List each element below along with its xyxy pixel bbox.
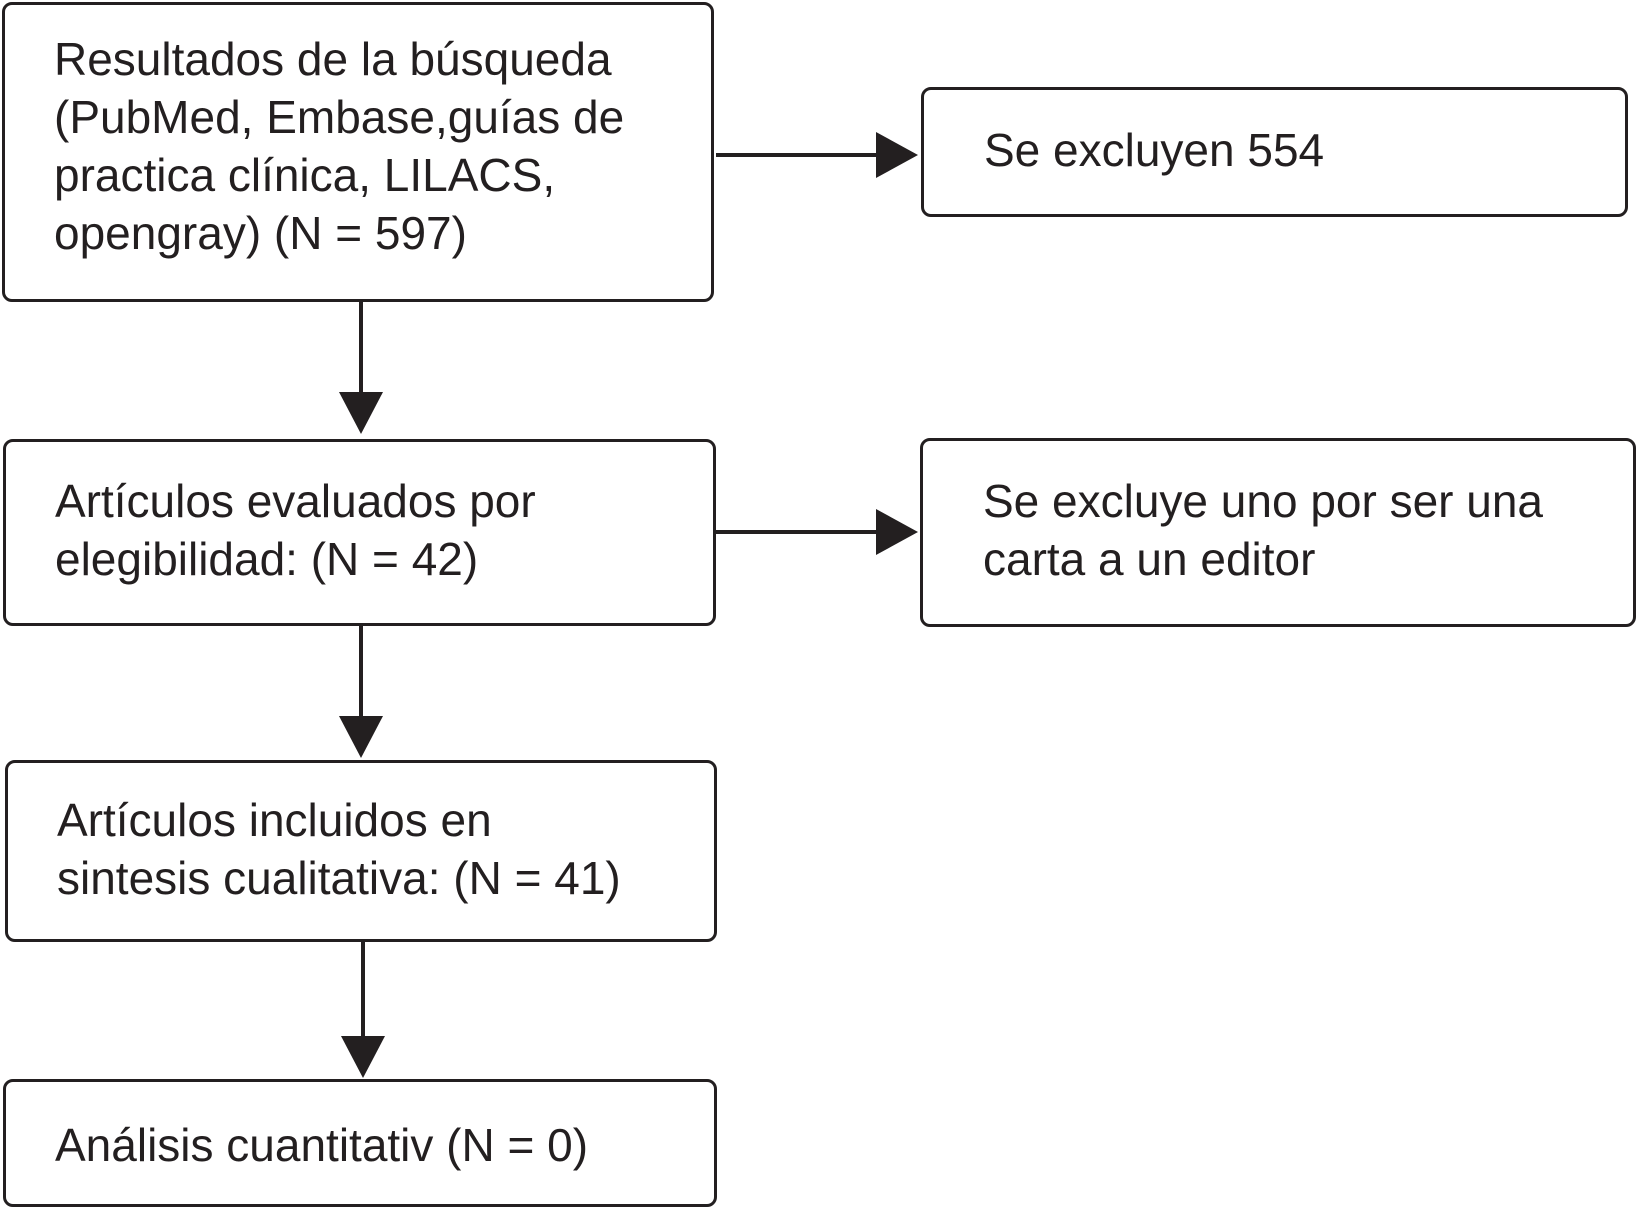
excluded-second-box: Se excluye uno por ser una carta a un ed… xyxy=(920,438,1636,627)
arrow-down-2 xyxy=(339,626,383,758)
arrow-right-1 xyxy=(716,132,918,178)
excluded-second-text: Se excluye uno por ser una carta a un ed… xyxy=(983,475,1544,585)
arrow-down-3 xyxy=(341,942,385,1078)
quantitative-analysis-text: Análisis cuantitativ (N = 0) xyxy=(55,1119,589,1171)
excluded-first-box: Se excluyen 554 xyxy=(921,87,1628,217)
quantitative-analysis-box: Análisis cuantitativ (N = 0) xyxy=(3,1079,717,1207)
excluded-first-text: Se excluyen 554 xyxy=(984,124,1325,176)
eligibility-text: Artículos evaluados por elegibilidad: (N… xyxy=(55,475,536,585)
search-results-text: Resultados de la búsqueda (PubMed, Embas… xyxy=(54,33,625,259)
arrow-down-1 xyxy=(339,302,383,434)
search-results-box: Resultados de la búsqueda (PubMed, Embas… xyxy=(2,2,714,302)
arrow-right-2 xyxy=(716,509,918,555)
eligibility-box: Artículos evaluados por elegibilidad: (N… xyxy=(3,439,716,626)
qualitative-synthesis-box: Artículos incluidos en sintesis cualitat… xyxy=(5,760,717,942)
qualitative-synthesis-text: Artículos incluidos en sintesis cualitat… xyxy=(57,794,621,904)
